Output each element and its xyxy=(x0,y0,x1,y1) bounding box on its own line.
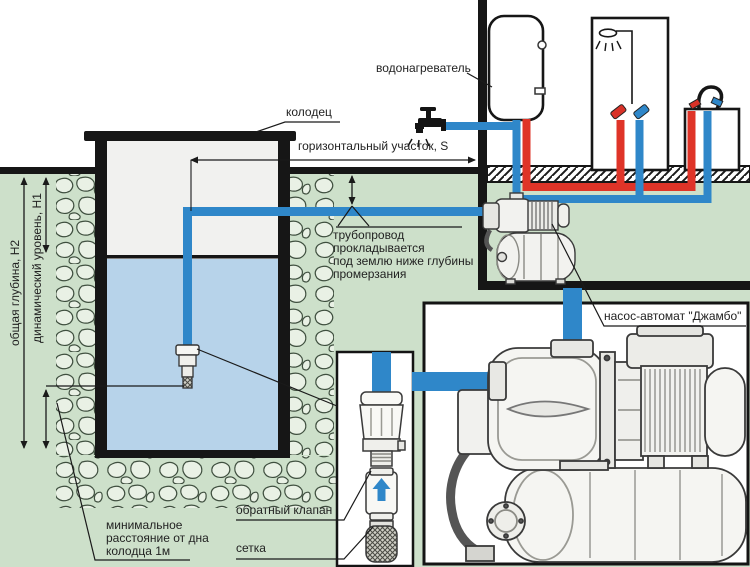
leader-check-valve xyxy=(236,470,372,521)
leader-pump-name xyxy=(551,223,746,327)
water-heater-label: водонагреватель xyxy=(376,61,471,75)
ground-line-left xyxy=(0,167,95,174)
ground-line-middle xyxy=(290,167,478,174)
pump-name-label: насос-автомат "Джамбо" xyxy=(604,309,742,323)
leader-well xyxy=(255,121,340,133)
hot-water-pipes xyxy=(522,111,696,191)
stone-bed-bottom xyxy=(56,456,348,508)
total-depth-label: общая глубина, Н2 xyxy=(8,239,22,346)
cold-water-pipes xyxy=(183,111,712,396)
pressure-tank xyxy=(504,467,747,563)
leader-water-heater xyxy=(466,72,493,88)
motor xyxy=(640,365,708,457)
leader-filter xyxy=(196,348,338,407)
well-label: колодец xyxy=(286,105,332,119)
water-level-line xyxy=(107,255,278,259)
pump-station-small xyxy=(482,192,576,285)
shower-cold-valve-icon xyxy=(633,104,650,120)
flow-arrow-icon xyxy=(372,478,391,501)
mesh-strainer xyxy=(365,525,398,563)
shower-stall xyxy=(590,16,670,172)
foot-valve-parts xyxy=(359,391,406,563)
sink-faucet-icon xyxy=(696,85,724,110)
dimension-lines xyxy=(20,156,476,449)
check-valve-label: обратный клапан xyxy=(236,503,333,517)
basement-wall xyxy=(478,281,750,290)
leader-lines xyxy=(56,72,746,561)
shower-head-icon xyxy=(598,28,618,38)
well-lid xyxy=(84,131,296,141)
mesh-label: сетка xyxy=(236,541,266,555)
pipeline-note-label: трубопровод прокладывается под землю ниж… xyxy=(333,228,474,281)
outdoor-tap-icon xyxy=(407,107,446,148)
stone-backfill-right xyxy=(290,174,334,455)
fixture-details xyxy=(534,40,724,120)
heater-fitting-icon xyxy=(537,40,547,50)
stone-backfill-left xyxy=(56,174,96,455)
shower-hot-valve-icon xyxy=(610,104,627,120)
horizontal-section-label: горизонтальный участок, S xyxy=(298,139,449,153)
intake-filter xyxy=(175,344,200,389)
water-heater-tank xyxy=(487,14,545,122)
leader-min-distance xyxy=(56,402,190,561)
min-distance-label: минимальное расстояние от дна колодца 1м xyxy=(106,518,209,558)
pump-station-large xyxy=(446,325,747,563)
leader-mesh xyxy=(236,526,374,560)
well-structure xyxy=(84,131,296,458)
dynamic-level-label: динамический уровень, Н1 xyxy=(30,193,44,343)
house-wall xyxy=(478,0,487,290)
